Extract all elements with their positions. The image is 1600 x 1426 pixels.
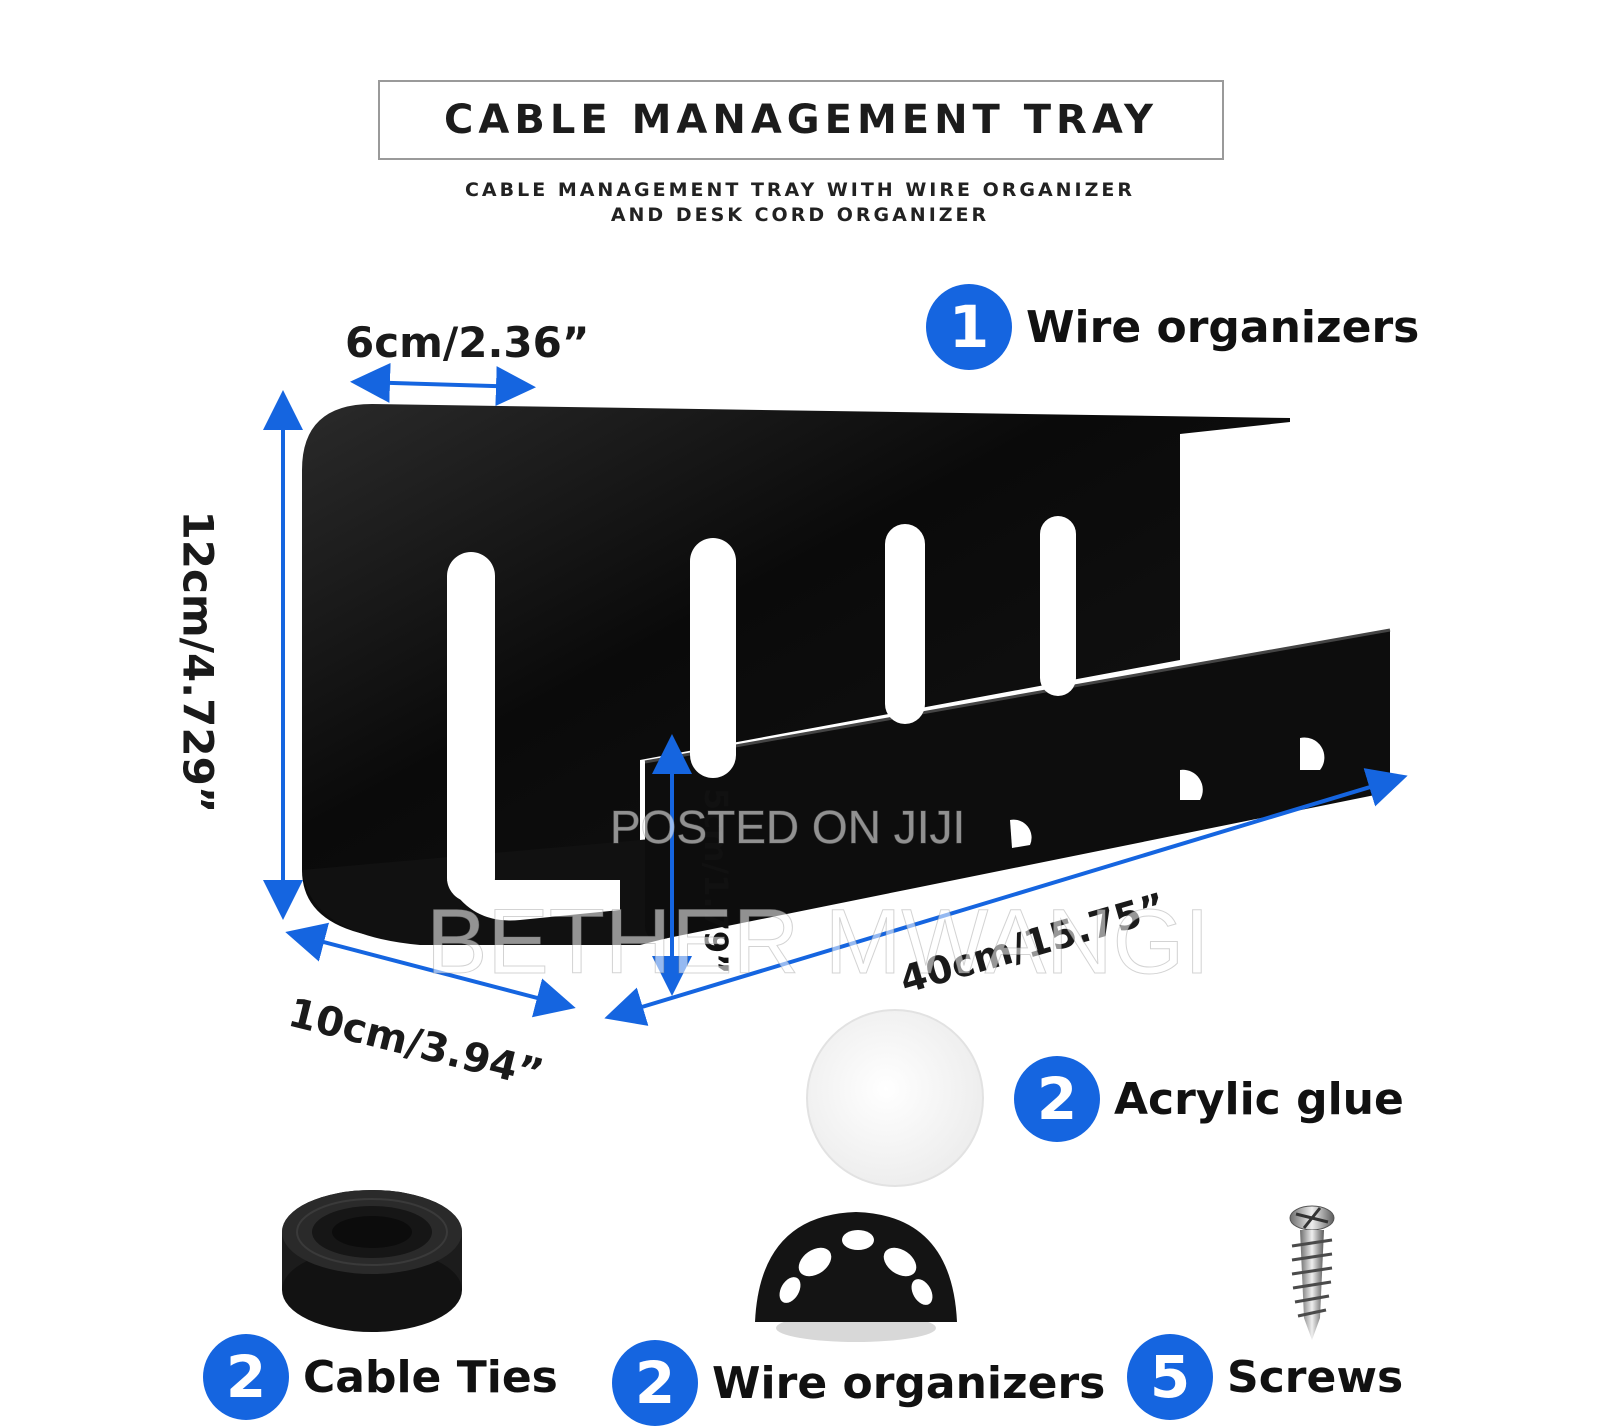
subtitle: CABLE MANAGEMENT TRAY WITH WIRE ORGANIZE…: [400, 178, 1200, 228]
count-badge: 5: [1127, 1334, 1213, 1420]
feature-wire-organizers-top: 1 Wire organizers: [926, 284, 1419, 370]
feature-label: Screws: [1227, 1351, 1404, 1403]
length-arrow: [604, 768, 1408, 1026]
title-box: CABLE MANAGEMENT TRAY: [378, 80, 1224, 160]
watermark-line-2: BETHER MWANGI: [426, 891, 1211, 994]
count-badge: 1: [926, 284, 1012, 370]
feature-label: Wire organizers: [1026, 301, 1420, 353]
feature-label: Acrylic glue: [1114, 1073, 1404, 1125]
page-title: CABLE MANAGEMENT TRAY: [444, 97, 1158, 143]
subtitle-line-2: AND DESK CORD ORGANIZER: [610, 204, 990, 226]
feature-wire-organizers-bottom: 2 Wire organizers: [612, 1340, 1105, 1426]
subtitle-line-1: CABLE MANAGEMENT TRAY WITH WIRE ORGANIZE…: [464, 179, 1136, 201]
width-arrow: [350, 362, 536, 407]
wire-organizer-dome-image: [755, 1212, 957, 1342]
count-badge: 2: [612, 1340, 698, 1426]
cable-tray-illustration: [302, 404, 1400, 945]
dimension-label-height: 12cm/4.729”: [173, 510, 223, 814]
count-badge: 2: [1014, 1056, 1100, 1142]
feature-label: Cable Ties: [303, 1351, 558, 1403]
screw-image: [1289, 1205, 1335, 1340]
dimension-label-top-width: 6cm/2.36”: [345, 318, 590, 367]
feature-acrylic-glue: 2 Acrylic glue: [1014, 1056, 1404, 1142]
feature-screws: 5 Screws: [1127, 1334, 1403, 1420]
depth-arrow: [285, 922, 576, 1018]
cable-ties-image: [282, 1190, 462, 1332]
acrylic-glue-image: [806, 1009, 984, 1187]
dimension-arrows: [263, 362, 1408, 1026]
feature-label: Wire organizers: [712, 1357, 1106, 1409]
feature-cable-ties: 2 Cable Ties: [203, 1334, 558, 1420]
count-badge: 2: [203, 1334, 289, 1420]
watermark-line-1: POSTED ON JIJI: [609, 801, 966, 854]
